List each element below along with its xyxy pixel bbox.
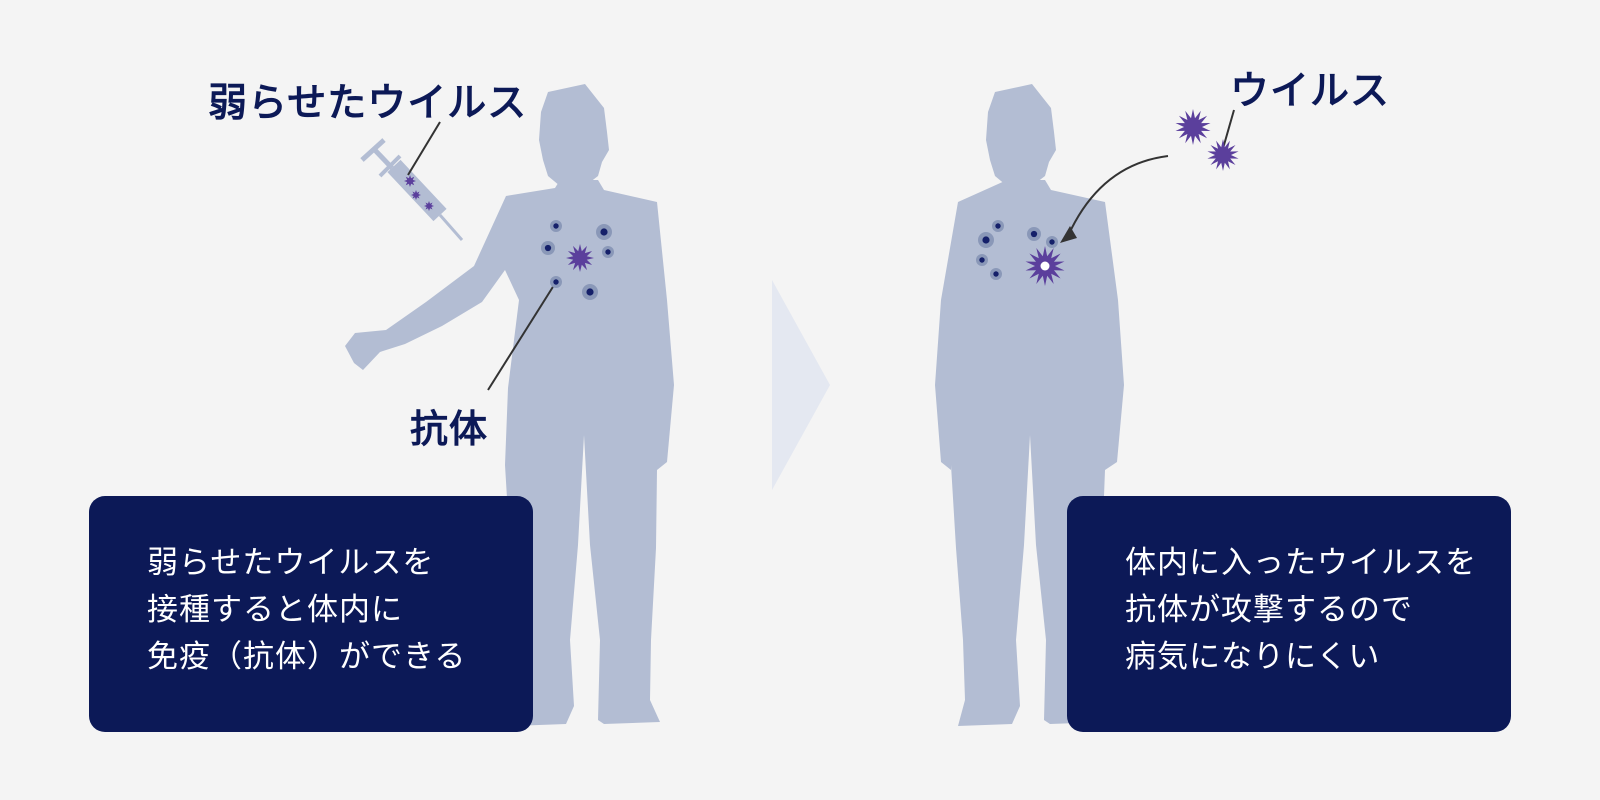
antibody-core [553,279,559,285]
left-person-silhouette [345,84,674,726]
virus-icon [411,190,421,200]
syringe-needle [438,214,464,241]
infection-arrow-head [1060,226,1077,243]
antibody-core [586,288,594,296]
antibody-core [1049,239,1055,245]
virus-core [1040,261,1050,271]
left-person-body [345,180,674,726]
left-caption-box: 弱らせたウイルスを 接種すると体内に 免疫（抗体）ができる [89,496,533,732]
leader-line-weakened-virus [407,121,441,176]
right-caption-line-2: 抗体が攻撃するので [1125,592,1413,628]
antibody-core [605,249,611,255]
antibody-core [995,223,1001,229]
syringe-flange [378,154,402,178]
leader-line-antibody [487,281,557,391]
virus-icon [566,244,594,272]
virus-label: ウイルス [1230,69,1391,114]
syringe-barrel [387,159,447,222]
virus-icon [424,201,434,211]
left-caption-line-2: 接種すると体内に [147,592,403,628]
virus-icon [1175,109,1211,145]
left-caption-line-1: 弱らせたウイルスを [147,545,435,581]
right-caption-box: 体内に入ったウイルスを 抗体が攻撃するので 病気になりにくい [1067,496,1511,732]
weakened-virus-label: 弱らせたウイルス [208,81,528,126]
antibody-core [553,223,559,229]
right-caption-line-1: 体内に入ったウイルスを [1125,545,1477,581]
left-person-head [539,84,609,186]
infection-arrow [1067,155,1169,237]
antibody-core [979,257,985,263]
virus-icon [1207,139,1239,171]
syringe-plunger-cap [360,138,386,162]
antibody-core [982,236,990,244]
virus-icon [404,175,416,187]
antibody-core [544,244,552,252]
right-person-head [986,84,1056,186]
syringe-icon [360,138,464,241]
antibody-core [1030,230,1038,238]
antibody-label: 抗体 [410,407,489,451]
triangle-right-icon [772,280,830,490]
antibody-core [600,228,608,236]
left-caption-line-3: 免疫（抗体）ができる [147,639,467,675]
right-caption-line-3: 病気になりにくい [1125,639,1381,675]
antibody-core [993,271,999,277]
